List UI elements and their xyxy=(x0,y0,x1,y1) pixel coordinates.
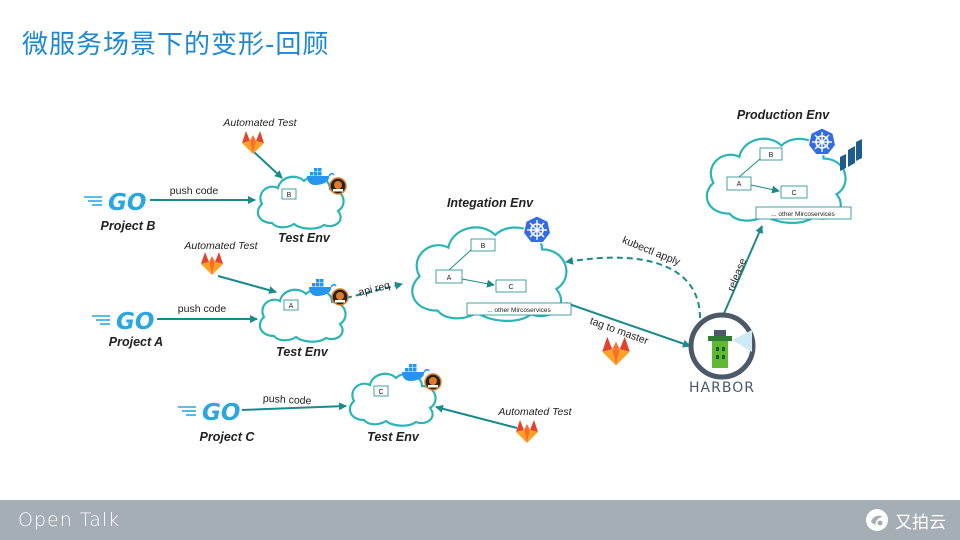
automated-test-a: Automated Test xyxy=(183,240,259,275)
footer-logo-text: 又拍云 xyxy=(895,512,946,533)
project-c-label: Project C xyxy=(200,430,256,444)
production-service-c: C xyxy=(791,190,796,197)
project-c: GO Project C xyxy=(177,400,256,444)
edges xyxy=(150,151,763,429)
label-push-code-c: push code xyxy=(263,393,312,408)
automated-test-a-label: Automated Test xyxy=(183,240,258,252)
gitlab-icon xyxy=(242,131,264,154)
gitlab-icon-tag xyxy=(602,336,630,366)
kubernetes-icon xyxy=(807,127,837,156)
docker-icon xyxy=(306,167,335,186)
gitlab-icon xyxy=(201,252,223,275)
helm-icon xyxy=(840,139,862,171)
footer-bar: Open Talk 又拍云 xyxy=(0,500,960,540)
label-kubectl-apply: kubectl apply xyxy=(620,234,682,268)
label-push-code-a: push code xyxy=(178,303,227,315)
footer-brand: Open Talk xyxy=(18,509,121,531)
upyun-logo-icon xyxy=(866,509,888,531)
test-env-b-label: Test Env xyxy=(278,231,331,245)
automated-test-b: Automated Test xyxy=(222,117,298,154)
label-api-req: api req xyxy=(357,279,391,298)
edge-autotest-a xyxy=(217,275,277,294)
edge-autotest-b xyxy=(253,151,283,179)
production-env: Production Env B A C ... other Mircoserv… xyxy=(705,108,862,225)
integration-env: Integation Env B A C ... other Mircoserv… xyxy=(412,196,572,321)
service-a: A xyxy=(289,303,294,310)
production-env-label: Production Env xyxy=(737,108,830,122)
test-env-a-label: Test Env xyxy=(276,345,329,359)
integration-others: ... other Mircoservices xyxy=(487,307,551,314)
gopher-icon xyxy=(424,373,442,391)
gitlab-icon xyxy=(516,420,538,443)
automated-test-b-label: Automated Test xyxy=(222,117,297,129)
edge-release xyxy=(721,225,763,319)
edge-tag-to-master xyxy=(565,302,691,348)
service-c: C xyxy=(378,389,383,396)
go-logo-c: GO xyxy=(202,400,240,426)
project-b: GO Project B xyxy=(83,190,156,233)
edge-push-c xyxy=(241,402,347,411)
integration-service-a: A xyxy=(447,275,452,282)
integration-service-c: C xyxy=(508,284,513,291)
docker-icon xyxy=(308,278,337,297)
integration-env-label: Integation Env xyxy=(447,196,534,210)
production-service-a: A xyxy=(737,181,742,188)
go-logo-a: GO xyxy=(116,309,154,335)
edge-autotest-c xyxy=(435,404,518,429)
test-env-a: A Test Env xyxy=(258,278,349,359)
project-b-label: Project B xyxy=(101,219,156,233)
company-logo: 又拍云 xyxy=(865,507,946,533)
harbor-label: HARBOR xyxy=(689,380,755,396)
docker-icon xyxy=(401,363,430,382)
project-a-label: Project A xyxy=(109,335,163,349)
production-service-b: B xyxy=(769,152,774,159)
test-env-c: C Test Env xyxy=(348,363,442,444)
label-tag-to-master: tag to master xyxy=(588,315,650,347)
go-logo-b: GO xyxy=(108,190,146,216)
automated-test-c: Automated Test xyxy=(497,406,573,443)
kubernetes-icon xyxy=(522,215,552,244)
slide-title: 微服务场景下的变形-回顾 xyxy=(22,30,330,60)
architecture-diagram: push code push code push code api req ku… xyxy=(83,108,862,444)
test-env-b: B Test Env xyxy=(256,167,347,245)
test-env-c-label: Test Env xyxy=(367,430,420,444)
service-b: B xyxy=(287,192,292,199)
project-a: GO Project A xyxy=(91,309,163,349)
label-push-code-b: push code xyxy=(170,185,219,197)
harbor-icon xyxy=(688,312,756,380)
harbor-registry: HARBOR xyxy=(688,312,756,396)
integration-service-b: B xyxy=(481,243,486,250)
label-release: release xyxy=(725,257,749,294)
gopher-icon xyxy=(331,288,349,306)
gopher-icon xyxy=(329,177,347,195)
automated-test-c-label: Automated Test xyxy=(497,406,572,418)
production-others: ... other Mircoservices xyxy=(771,211,835,218)
